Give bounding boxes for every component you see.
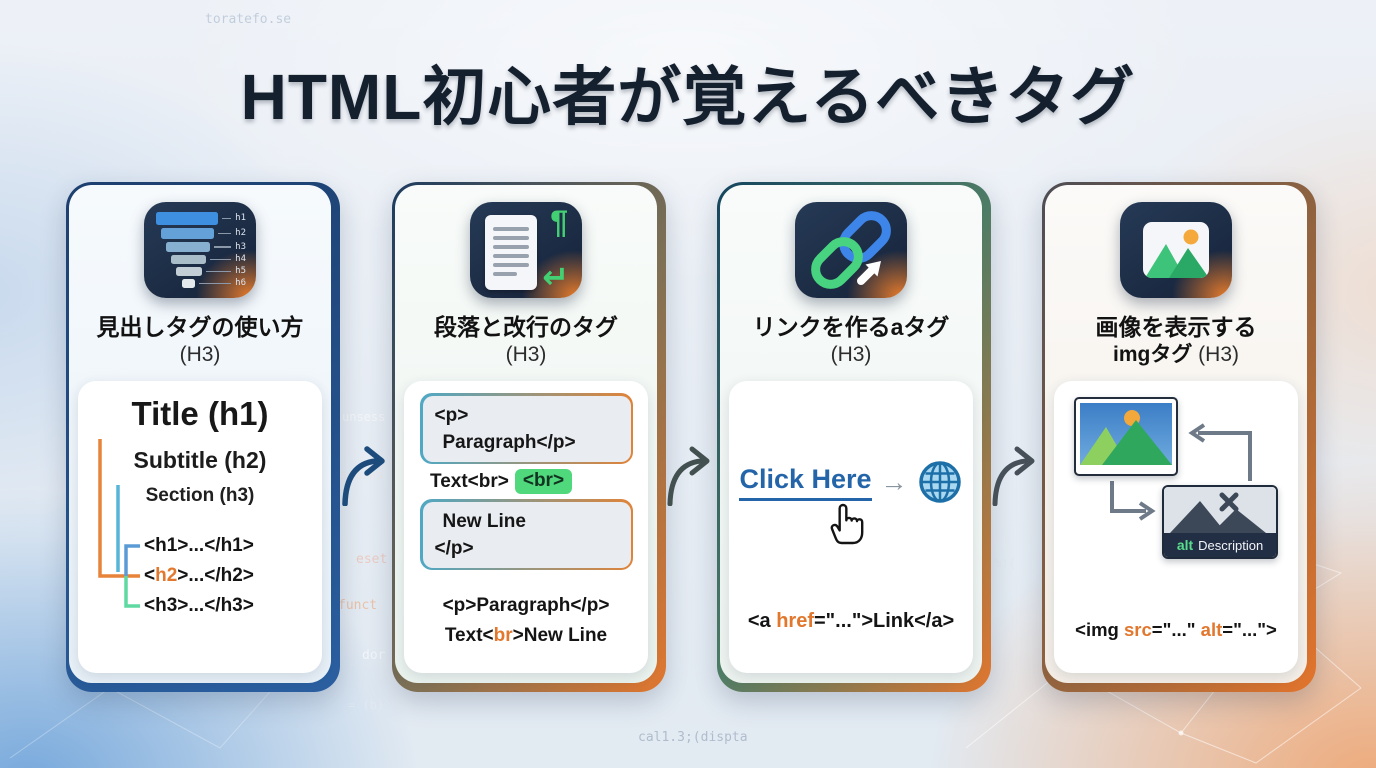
card-title: リンクを作るaタグ [752, 314, 950, 340]
card-image-tag: 画像を表示する imgタグ (H3) [1042, 182, 1316, 692]
link-demo-panel: Click Here → <a href="...">Link</a> [729, 381, 973, 673]
bg-code-fragment: toratefo.se [205, 12, 292, 27]
card-title-level: (H3) [179, 343, 221, 366]
heading-level-label: h4 [235, 254, 246, 264]
paragraph-box: <p> Paragraph</p> [420, 393, 633, 464]
infographic-title: HTML初心者が覚えるべきタグ [240, 61, 1136, 133]
image-thumbnail [1074, 397, 1178, 476]
code-line: <h1>...</h1> [144, 535, 254, 556]
image-cycle-arrows [1110, 423, 1252, 521]
heading-level-label: h2 [235, 228, 246, 238]
card-paragraph-break: ¶ ↵ 段落と改行のタグ (H3) <p> Paragraph</p> Text… [392, 182, 666, 692]
hand-cursor-icon [830, 503, 864, 545]
code-line: <h2>...</h2> [144, 565, 254, 586]
card-title: 画像を表示する [1095, 314, 1257, 340]
heading-level-label: h1 [235, 213, 246, 223]
demo-h1-text: Title (h1) [131, 395, 269, 432]
image-demo-panel: alt Description <img src="..." alt="..."… [1054, 381, 1298, 673]
flow-arrow-1 [342, 446, 385, 506]
link-code-block: <a href="...">Link</a> [747, 610, 955, 632]
broken-image-placeholder: alt Description [1162, 485, 1278, 559]
bg-code-fragment: dor [362, 648, 386, 663]
demo-hyperlink: Click Here [739, 464, 872, 501]
heading-level-label: h3 [235, 241, 246, 252]
bg-code-fragment: unsess [342, 410, 386, 424]
card-heading-tags: h1 h2 h3 h4 h5 h6 見出しタグの使い方 (H3) Title (… [66, 182, 340, 692]
broken-image-mountain-icon [1170, 492, 1266, 533]
paragraph-break-icon: ¶ ↵ [470, 202, 582, 298]
code-line: <h3>...</h3> [144, 595, 254, 616]
paragraph-box: New Line </p> [420, 499, 633, 570]
image-icon [1120, 202, 1232, 298]
code-line: <p>Paragraph</p> [442, 595, 610, 616]
bg-code-fragment: eset [356, 552, 388, 567]
card-title-level: imgタグ (H3) [1112, 343, 1240, 366]
br-tag-badge: <br> [514, 469, 573, 494]
return-arrow-icon: ↵ [542, 259, 569, 295]
bg-code-fragment: = (b) [348, 698, 385, 712]
hierarchy-bracket-lines [98, 439, 140, 608]
bg-code-fragment: cal1.3;(dispta [638, 730, 748, 745]
card-title: 見出しタグの使い方 [96, 314, 304, 340]
heading-level-label: h6 [235, 278, 246, 288]
paragraph-code-block: <p>Paragraph</p> Text<br>New Line [404, 591, 648, 651]
flow-arrow-2 [667, 446, 710, 506]
link-icon [795, 202, 907, 298]
heading-code-block: <h1>...</h1> <h2>...</h2> <h3>...</h3> [144, 531, 254, 621]
heading-hierarchy-icon: h1 h2 h3 h4 h5 h6 [144, 202, 256, 298]
alt-text-bar: alt Description [1164, 533, 1276, 557]
pilcrow-icon: ¶ [550, 204, 568, 240]
heading-level-label: h5 [235, 266, 246, 276]
demo-h2-text: Subtitle (h2) [133, 447, 267, 473]
bg-code-fragment: %){ [994, 556, 1016, 570]
card-title-level: (H3) [505, 343, 547, 366]
demo-h3-text: Section (h3) [145, 485, 255, 506]
break-demo-line: Text<br> <br> [430, 469, 573, 494]
globe-icon [918, 461, 961, 503]
card-title-level: (H3) [830, 343, 872, 366]
heading-demo-panel: Title (h1) Subtitle (h2) Section (h3) <h… [78, 381, 322, 673]
bg-code-fragment: funct [338, 598, 378, 613]
image-code-block: <img src="..." alt="..."> [1075, 619, 1277, 640]
flow-arrow-3 [992, 446, 1035, 506]
paragraph-demo-panel: <p> Paragraph</p> Text<br> <br> New Line… [404, 381, 648, 673]
right-arrow: → [880, 466, 908, 497]
card-title: 段落と改行のタグ [434, 314, 618, 340]
card-link-tag: リンクを作るaタグ (H3) Click Here → <a href="...… [717, 182, 991, 692]
code-line: Text<br>New Line [444, 625, 608, 646]
document-icon [485, 215, 537, 290]
